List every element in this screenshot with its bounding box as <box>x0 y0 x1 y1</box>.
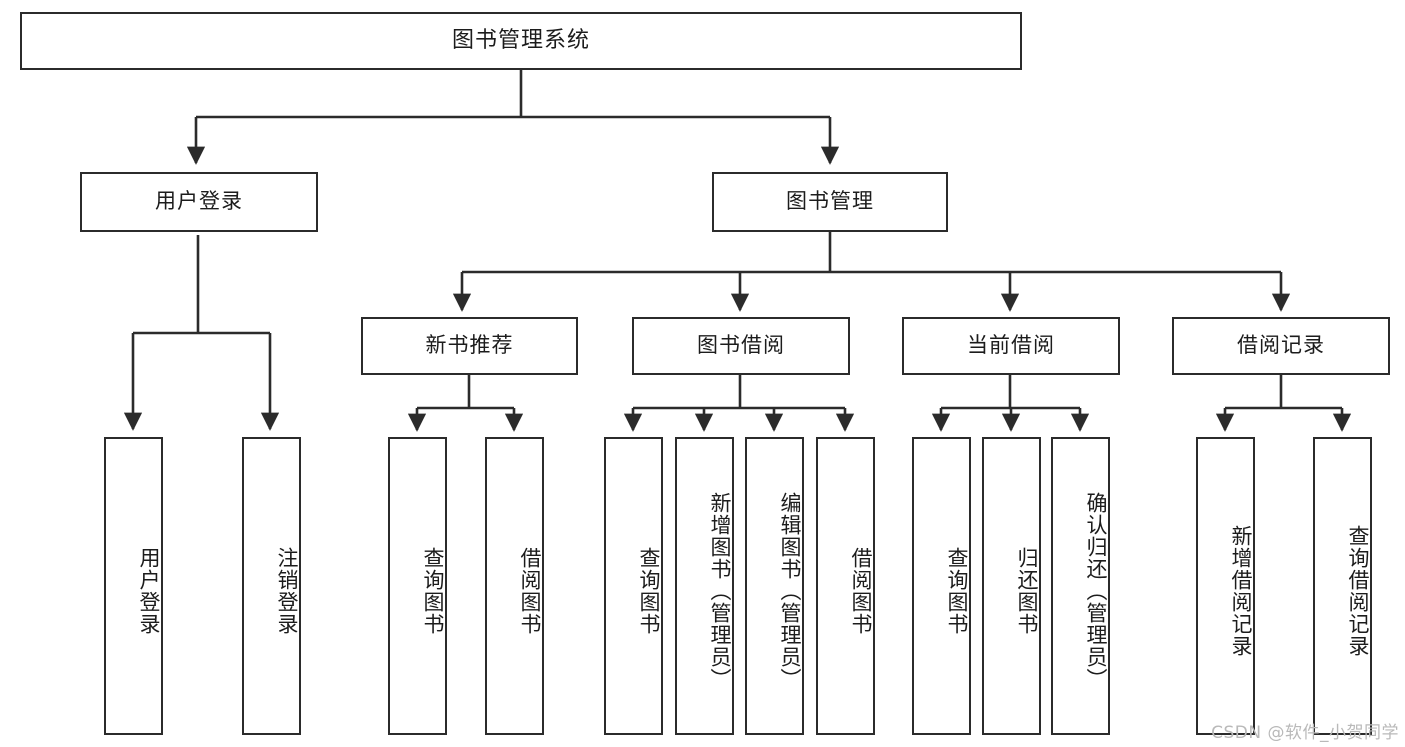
leaf-query-book-2[interactable]: 查询图书 <box>604 437 663 735</box>
node-book-borrow[interactable]: 图书借阅 <box>632 317 850 375</box>
node-book-manage[interactable]: 图书管理 <box>712 172 948 232</box>
node-new-book-recommend[interactable]: 新书推荐 <box>361 317 578 375</box>
leaf-label: 借阅图书 <box>518 547 542 635</box>
leaf-label: 新增借阅记录 <box>1229 525 1253 657</box>
leaf-label: 确认归还（管理员） <box>1084 492 1108 690</box>
leaf-label: 借阅图书 <box>849 547 873 635</box>
leaf-label: 归还图书 <box>1015 547 1039 635</box>
leaf-edit-book[interactable]: 编辑图书（管理员） <box>745 437 804 735</box>
leaf-borrow-book-1[interactable]: 借阅图书 <box>485 437 544 735</box>
leaf-label: 用户登录 <box>137 547 161 635</box>
node-current-borrow[interactable]: 当前借阅 <box>902 317 1120 375</box>
leaf-confirm-return[interactable]: 确认归还（管理员） <box>1051 437 1110 735</box>
leaf-user-login[interactable]: 用户登录 <box>104 437 163 735</box>
leaf-add-book[interactable]: 新增图书（管理员） <box>675 437 734 735</box>
leaf-query-record[interactable]: 查询借阅记录 <box>1313 437 1372 735</box>
leaf-label: 查询图书 <box>945 547 969 635</box>
node-user-login[interactable]: 用户登录 <box>80 172 318 232</box>
leaf-label: 新增图书（管理员） <box>708 492 732 690</box>
leaf-label: 编辑图书（管理员） <box>778 492 802 690</box>
leaf-borrow-book-2[interactable]: 借阅图书 <box>816 437 875 735</box>
leaf-label: 查询图书 <box>637 547 661 635</box>
leaf-label: 注销登录 <box>275 547 299 635</box>
watermark: CSDN @软件_小贺同学 <box>1211 723 1399 743</box>
leaf-return-book[interactable]: 归还图书 <box>982 437 1041 735</box>
leaf-label: 查询图书 <box>421 547 445 635</box>
node-borrow-record[interactable]: 借阅记录 <box>1172 317 1390 375</box>
leaf-add-record[interactable]: 新增借阅记录 <box>1196 437 1255 735</box>
leaf-query-book-1[interactable]: 查询图书 <box>388 437 447 735</box>
leaf-logout[interactable]: 注销登录 <box>242 437 301 735</box>
leaf-label: 查询借阅记录 <box>1346 525 1370 657</box>
node-root[interactable]: 图书管理系统 <box>20 12 1022 70</box>
leaf-query-book-3[interactable]: 查询图书 <box>912 437 971 735</box>
